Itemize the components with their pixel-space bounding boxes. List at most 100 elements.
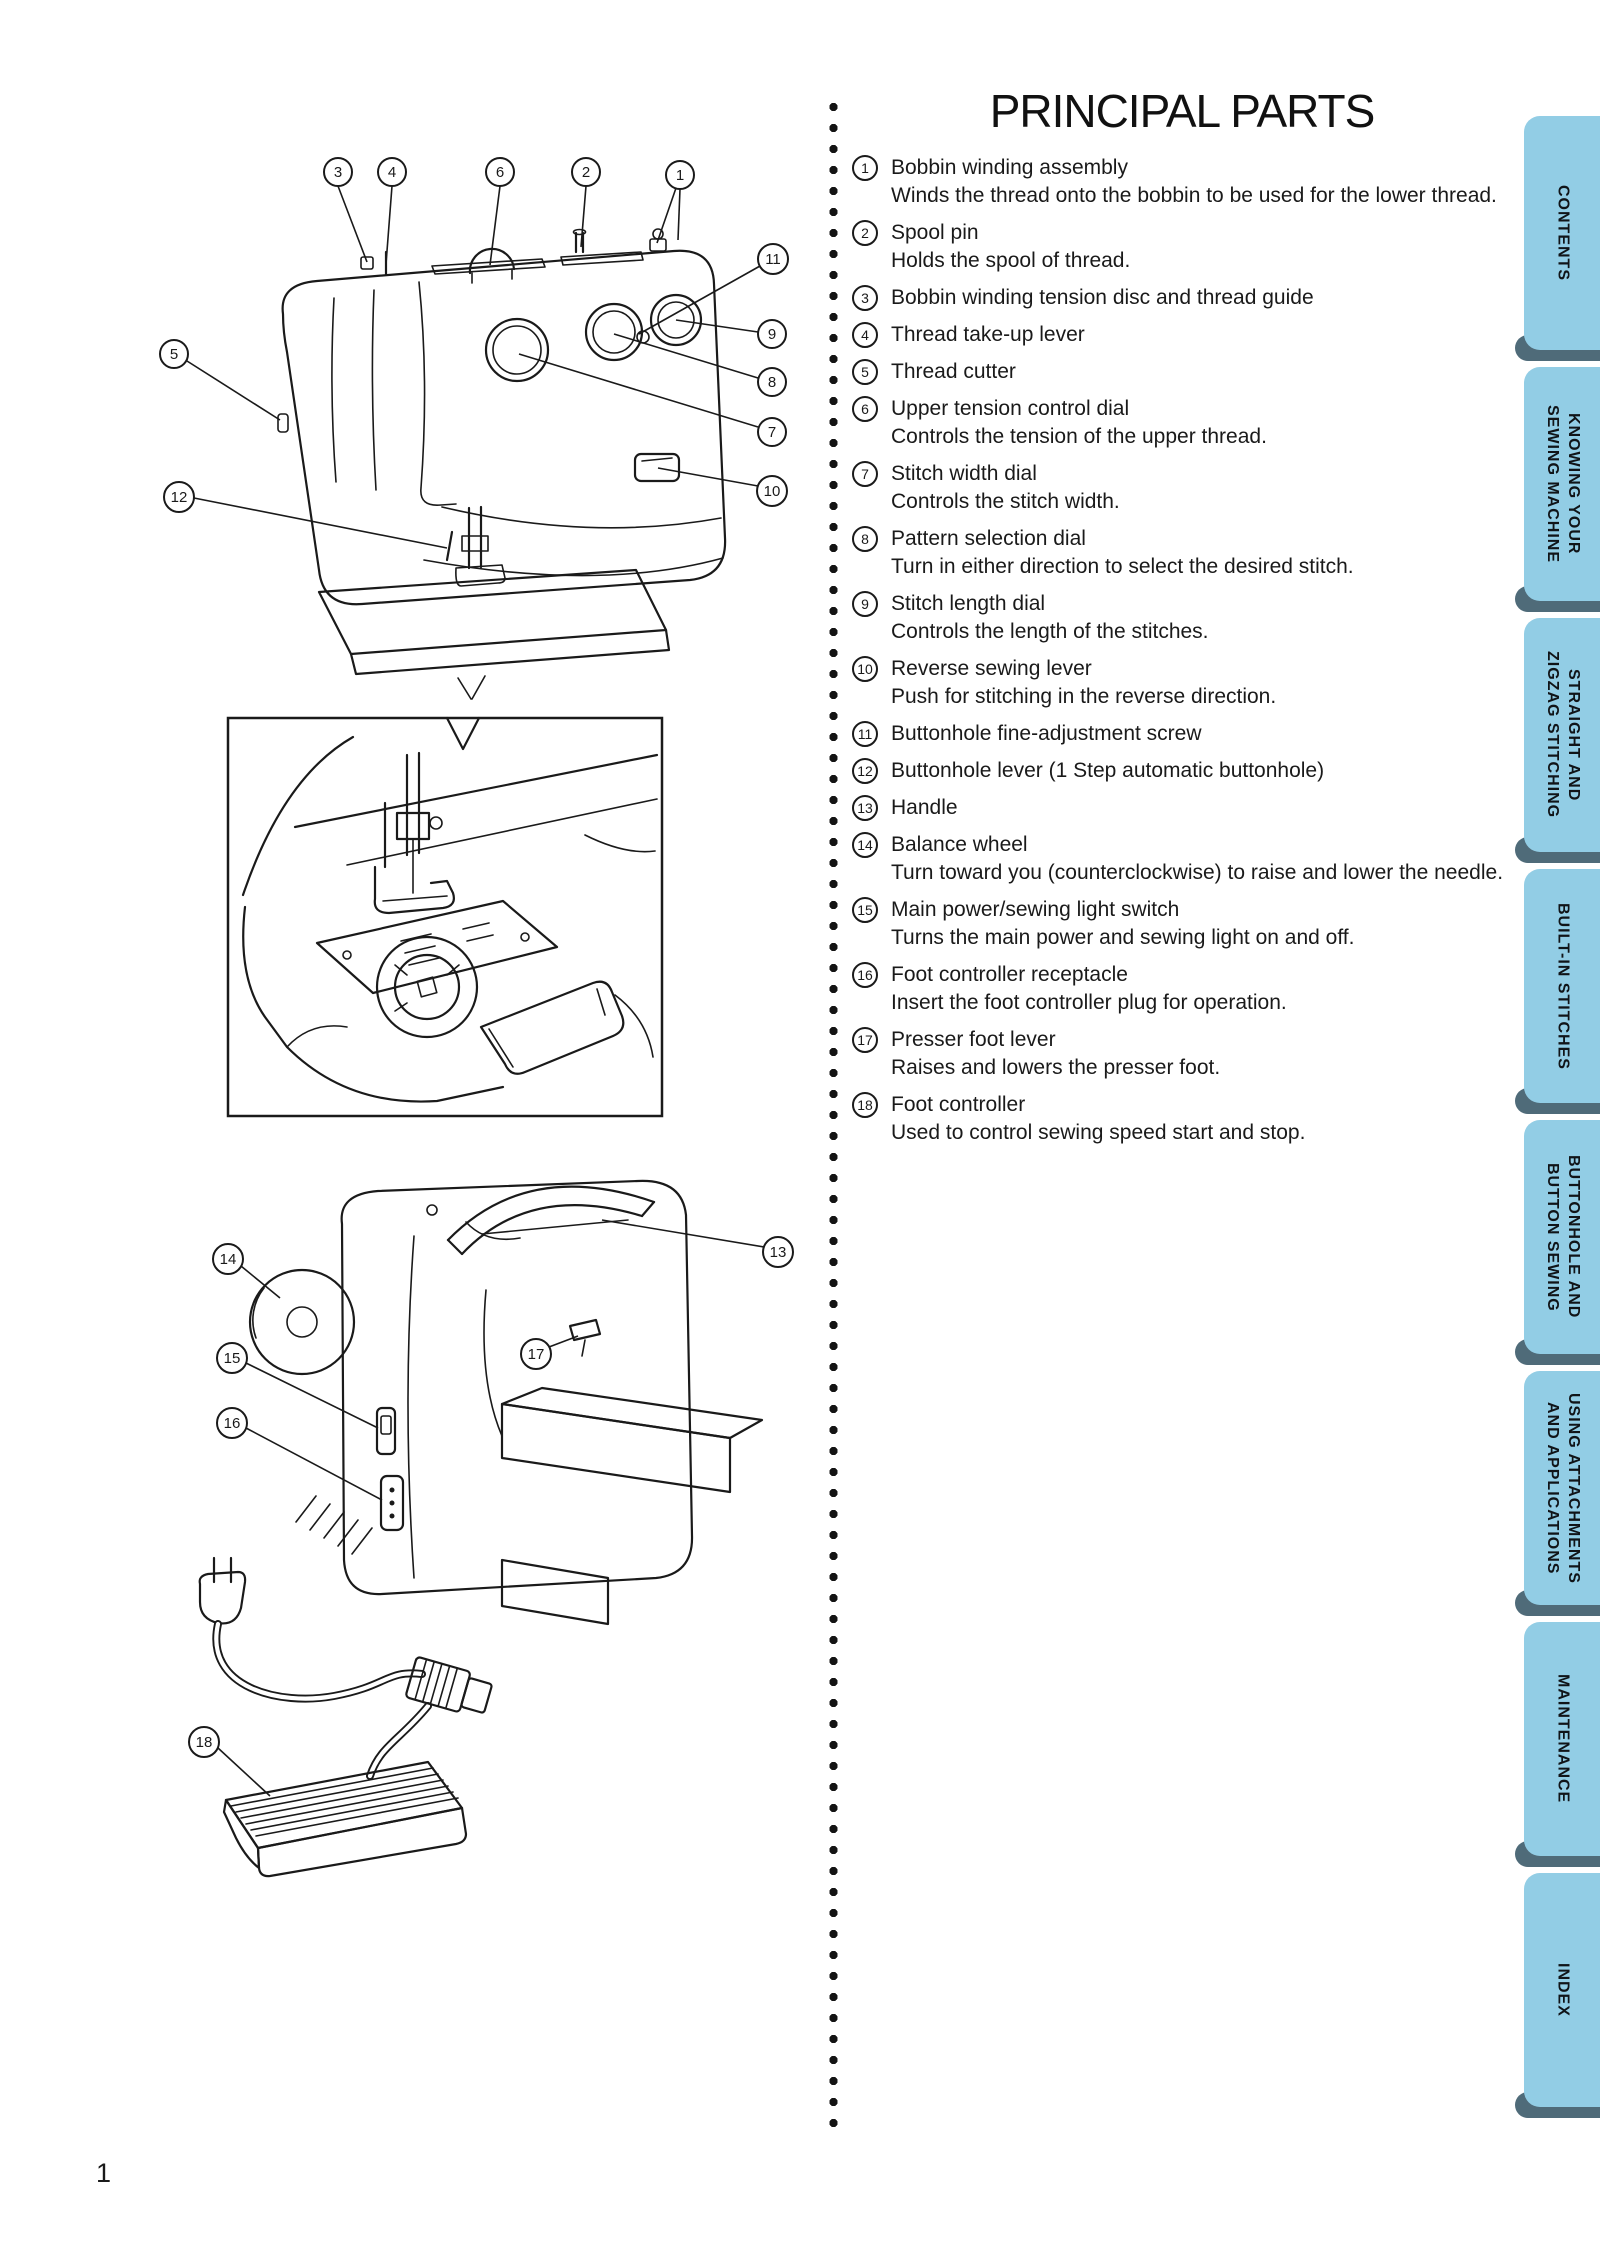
callout-1: 1 [656,160,695,244]
part-description: Used to control sewing speed start and s… [891,1121,1306,1144]
part-name: Bobbin winding assembly [891,156,1128,179]
part-name: Foot controller [891,1093,1026,1116]
dotted-separator [827,97,840,2135]
callout-8: 8 [613,333,787,397]
tab-contents: CONTENTS [1515,116,1600,361]
svg-text:12: 12 [171,489,188,506]
part-name: Foot controller receptacle [891,963,1128,986]
callout-3: 3 [323,157,368,263]
parts-list: 1 Bobbin winding assembly Winds the threa… [852,154,1552,1156]
svg-text:5: 5 [170,346,178,363]
tab-index: INDEX [1515,1873,1600,2118]
svg-text:11: 11 [765,251,781,268]
callout-13: 13 [601,1219,794,1268]
svg-text:9: 9 [768,326,776,343]
part-number-badge: 10 [852,656,878,682]
part-number-badge: 1 [852,155,878,181]
part-description: Insert the foot controller plug for oper… [891,991,1287,1014]
callout-5: 5 [159,339,281,421]
part-number-badge: 8 [852,526,878,552]
tab-knowing-your-sewing-machine: KNOWING YOUR SEWING MACHINE [1515,367,1600,612]
part-number-badge: 18 [852,1092,878,1118]
part-name: Bobbin winding tension disc and thread g… [891,286,1314,309]
part-item-15: 15 Main power/sewing light switch Turns t… [852,896,1552,952]
part-item-1: 1 Bobbin winding assembly Winds the threa… [852,154,1552,210]
part-item-18: 18 Foot controller Used to control sewing… [852,1091,1552,1147]
part-name: Stitch width dial [891,462,1037,485]
svg-text:1: 1 [676,167,684,184]
svg-text:14: 14 [220,1251,237,1268]
part-item-17: 17 Presser foot lever Raises and lowers t… [852,1026,1552,1082]
callout-6: 6 [485,157,515,266]
part-description: Winds the thread onto the bobbin to be u… [891,184,1497,207]
svg-text:15: 15 [224,1350,241,1367]
part-name: Presser foot lever [891,1028,1056,1051]
part-description: Controls the tension of the upper thread… [891,425,1267,448]
part-description: Push for stitching in the reverse direct… [891,685,1277,708]
callout-11: 11 [638,243,789,335]
callout-15: 15 [216,1342,379,1429]
part-description: Turn in either direction to select the d… [891,555,1354,578]
part-name: Spool pin [891,221,979,244]
callout-14: 14 [212,1243,281,1299]
part-description: Turn toward you (counterclockwise) to ra… [891,861,1504,884]
tab-maintenance: MAINTENANCE [1515,1622,1600,1867]
part-name: Balance wheel [891,833,1028,856]
sewing-machine-rear-diagram: 14 13 15 17 16 18 [188,1179,794,1878]
part-name: Pattern selection dial [891,527,1086,550]
svg-text:4: 4 [388,164,396,181]
part-name: Handle [891,796,958,819]
part-description: Turns the main power and sewing light on… [891,926,1355,949]
part-description: Controls the stitch width. [891,490,1120,513]
callout-18: 18 [188,1726,271,1797]
part-number-badge: 9 [852,591,878,617]
callout-4: 4 [377,157,407,265]
svg-text:7: 7 [768,424,776,441]
svg-text:16: 16 [224,1415,241,1432]
part-name: Thread cutter [891,360,1016,383]
bobbin-area-closeup-diagram [226,716,664,1118]
section-tab-sidebar: CONTENTS KNOWING YOUR SEWING MACHINE STR… [1515,116,1600,2118]
tab-straight-and-zigzag-stitching: STRAIGHT AND ZIGZAG STITCHING [1515,618,1600,863]
part-number-badge: 17 [852,1027,878,1053]
part-number-badge: 12 [852,758,878,784]
part-item-8: 8 Pattern selection dial Turn in either d… [852,525,1552,581]
part-number-badge: 5 [852,359,878,385]
svg-text:17: 17 [528,1346,545,1363]
svg-text:2: 2 [582,164,590,181]
page-title: PRINCIPAL PARTS [989,85,1376,137]
part-number-badge: 6 [852,396,878,422]
page-number: 1 [96,2158,112,2188]
tab-buttonhole-and-button-sewing: BUTTONHOLE AND BUTTON SEWING [1515,1120,1600,1365]
part-name: Buttonhole fine-adjustment screw [891,722,1202,745]
callout-16: 16 [216,1407,383,1501]
part-number-badge: 11 [852,721,878,747]
part-item-13: 13 Handle [852,794,1552,822]
part-name: Stitch length dial [891,592,1046,615]
sewing-machine-front-diagram: 3 4 6 2 1 11 9 8 7 10 5 12 [159,157,789,700]
callout-17: 17 [520,1335,579,1370]
part-description: Raises and lowers the presser foot. [891,1056,1221,1079]
part-item-11: 11 Buttonhole fine-adjustment screw [852,720,1552,748]
part-item-5: 5 Thread cutter [852,358,1552,386]
callout-9: 9 [675,319,787,349]
part-number-badge: 15 [852,897,878,923]
tab-built-in-stitches: BUILT-IN STITCHES [1515,869,1600,1114]
part-number-badge: 13 [852,795,878,821]
part-description: Holds the spool of thread. [891,249,1131,272]
part-number-badge: 4 [852,322,878,348]
callout-7: 7 [518,353,787,447]
svg-text:18: 18 [196,1734,213,1751]
svg-text:10: 10 [764,483,781,500]
part-name: Main power/sewing light switch [891,898,1180,921]
svg-text:3: 3 [334,164,342,181]
tab-using-attachments-and-applications: USING ATTACHMENTS AND APPLICATIONS [1515,1371,1600,1616]
svg-text:8: 8 [768,374,776,391]
